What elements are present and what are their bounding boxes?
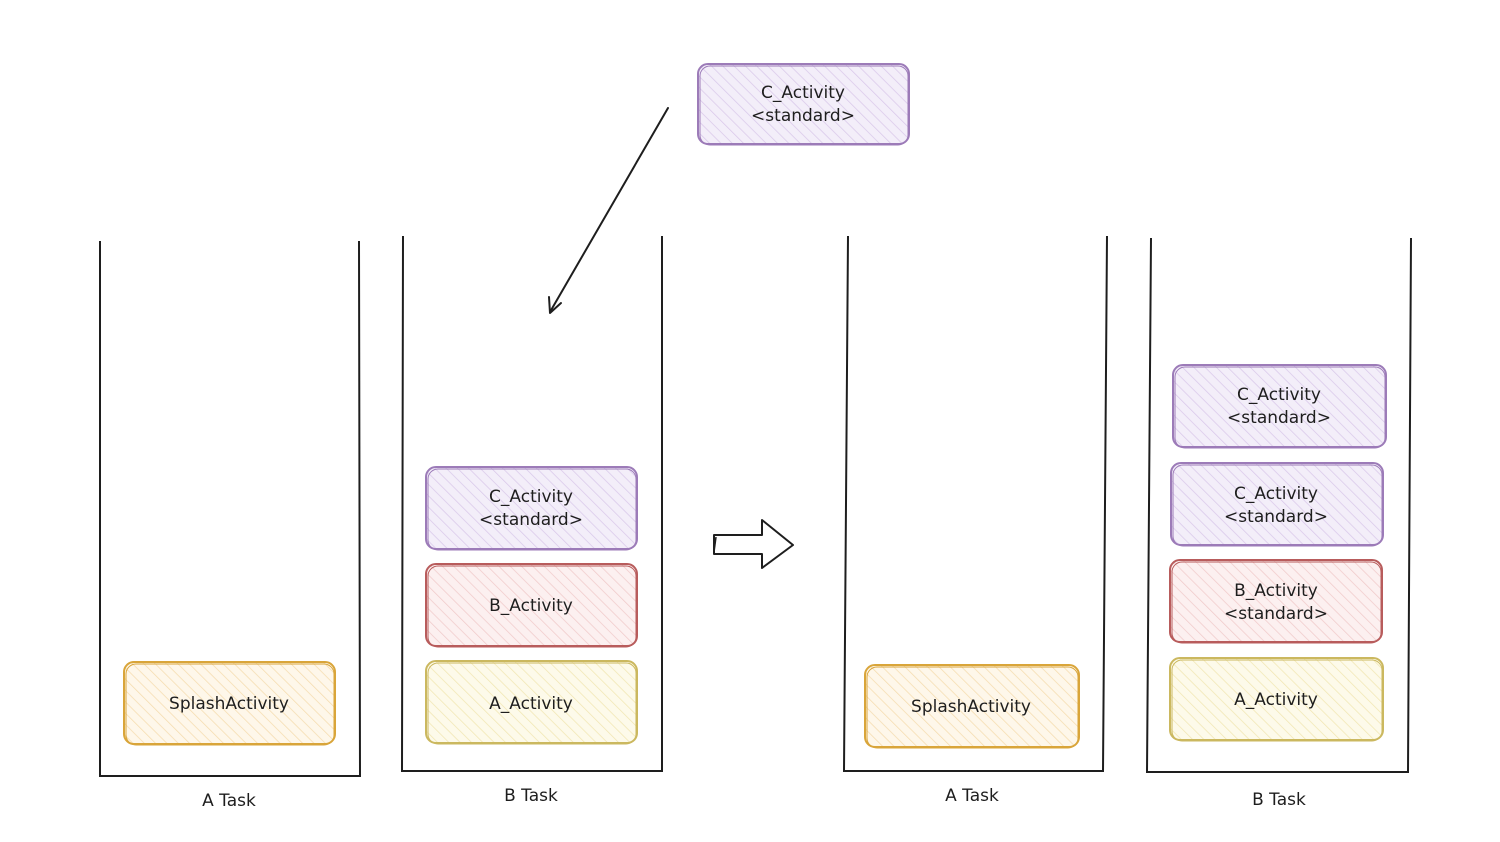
transition-arrow (713, 519, 794, 569)
activity-name: SplashActivity (911, 697, 1031, 717)
activity-box: C_Activity <standard> (1170, 462, 1384, 547)
after-task-b: C_Activity <standard> C_Activity <standa… (1145, 237, 1412, 810)
after-task-a: SplashActivity A Task (842, 235, 1108, 806)
task-label: A Task (945, 786, 999, 806)
activity-box: SplashActivity (864, 664, 1080, 749)
activity-name: C_Activity (1234, 484, 1318, 504)
task-label: A Task (202, 791, 256, 811)
incoming-activity-name: C_Activity (761, 83, 845, 103)
activity-box: A_Activity (425, 660, 638, 745)
task-label: B Task (504, 786, 558, 806)
before-task-b: C_Activity <standard> B_Activity A_Activ… (400, 235, 663, 806)
activity-box: C_Activity <standard> (425, 466, 638, 551)
activity-name: C_Activity (489, 487, 573, 507)
activity-name: B_Activity (489, 596, 573, 616)
activity-mode: <standard> (479, 510, 583, 530)
activity-mode: <standard> (1224, 507, 1328, 527)
activity-mode: <standard> (1224, 604, 1328, 624)
activity-box: A_Activity (1169, 657, 1384, 742)
incoming-activity-box: C_Activity <standard> (697, 63, 910, 146)
activity-box: SplashActivity (123, 661, 336, 746)
incoming-activity-mode: <standard> (751, 106, 855, 126)
activity-name: C_Activity (1237, 385, 1321, 405)
activity-box: C_Activity <standard> (1172, 364, 1387, 449)
activity-box: B_Activity (425, 563, 638, 648)
activity-name: SplashActivity (169, 694, 289, 714)
activity-name: B_Activity (1234, 581, 1318, 601)
before-task-a: SplashActivity A Task (99, 240, 362, 811)
activity-box: B_Activity <standard> (1169, 559, 1383, 644)
task-label: B Task (1252, 790, 1306, 810)
activity-name: A_Activity (489, 694, 573, 714)
activity-name: A_Activity (1234, 690, 1318, 710)
activity-mode: <standard> (1227, 408, 1331, 428)
push-arrow (548, 107, 669, 314)
